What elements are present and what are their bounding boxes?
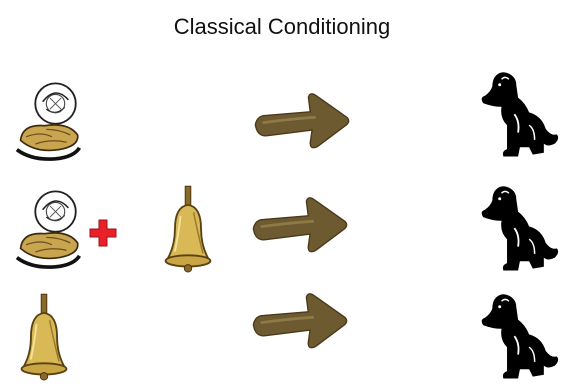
dog-icon bbox=[476, 292, 562, 384]
dog-icon bbox=[476, 70, 562, 162]
plus-icon bbox=[88, 218, 118, 248]
bell-icon bbox=[16, 292, 72, 386]
arrow-icon bbox=[250, 88, 354, 152]
diagram-title: Classical Conditioning bbox=[173, 14, 391, 39]
food-bowl-icon bbox=[10, 184, 90, 276]
arrow-icon bbox=[248, 288, 352, 352]
food-bowl-icon bbox=[10, 76, 90, 168]
arrow-icon bbox=[248, 192, 352, 256]
dog-icon bbox=[476, 184, 562, 276]
bell-icon bbox=[160, 184, 216, 278]
